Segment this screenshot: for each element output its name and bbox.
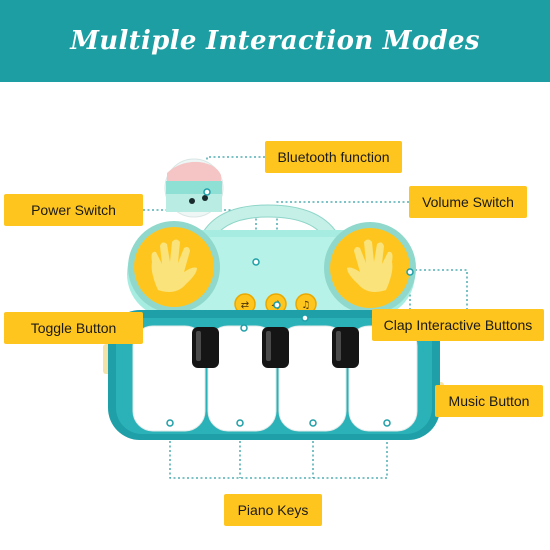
svg-text:⇄: ⇄	[241, 300, 249, 311]
connector-dots	[166, 188, 414, 427]
title-banner	[0, 0, 550, 82]
callout-piano-keys: Piano Keys	[224, 494, 322, 526]
callout-volume-switch: Volume Switch	[409, 186, 527, 218]
banner-title: Multiple Interaction Modes	[70, 26, 480, 56]
bluetooth-inset	[164, 158, 224, 218]
piano-body	[103, 310, 444, 440]
callout-power-switch: Power Switch	[4, 194, 143, 226]
callout-toggle-button: Toggle Button	[4, 312, 143, 344]
callout-music-button: Music Button	[435, 385, 543, 417]
callout-clap-interactive-buttons: Clap Interactive Buttons	[372, 309, 544, 341]
svg-text:♫: ♫	[302, 300, 311, 311]
callout-bluetooth-function: Bluetooth function	[265, 141, 402, 173]
top-console: ⇄ ◂) ♫	[127, 221, 416, 318]
